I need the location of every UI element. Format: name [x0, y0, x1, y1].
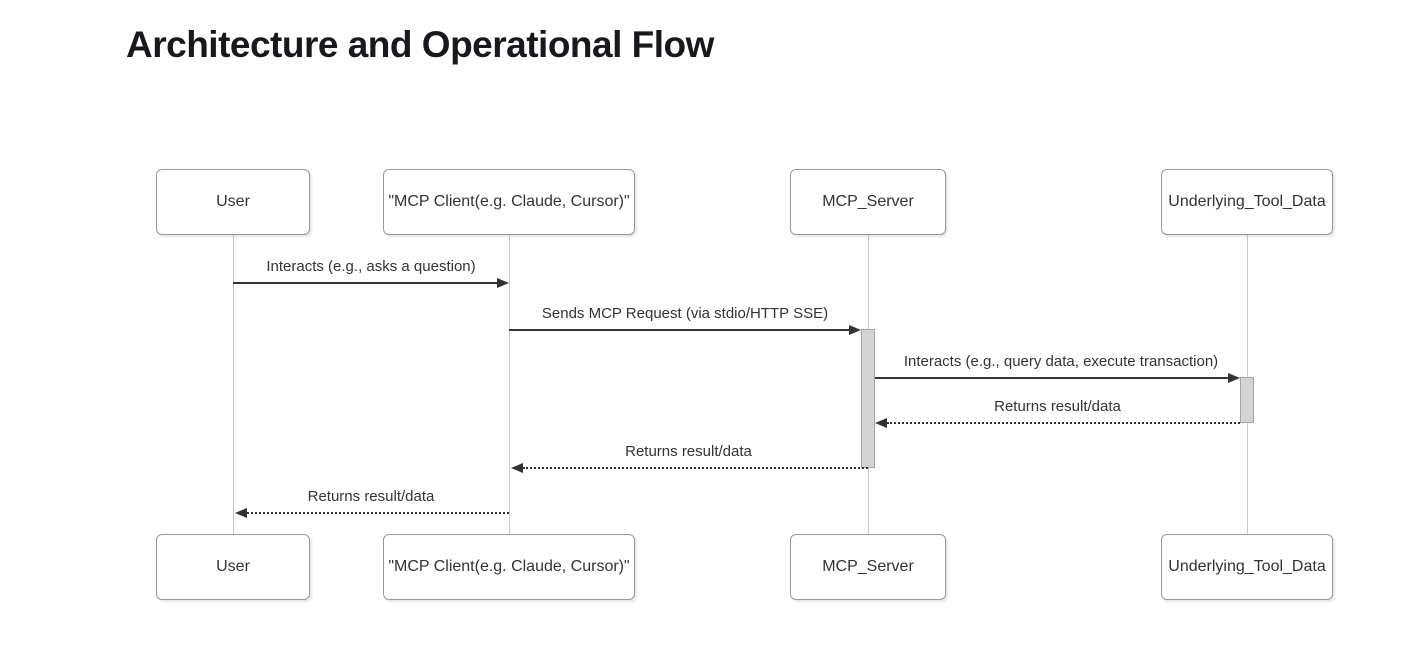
arrowhead-left-icon	[235, 508, 247, 518]
actor-label-underlying-tool-data: Underlying_Tool_Data	[1168, 558, 1326, 575]
actor-box-user-bottom: User	[156, 534, 310, 600]
message-line-returns-result-1	[887, 422, 1240, 424]
message-label-sends-mcp-request: Sends MCP Request (via stdio/HTTP SSE)	[541, 305, 829, 322]
message-label-returns-result-2: Returns result/data	[625, 443, 752, 460]
message-line-interacts-query	[875, 377, 1228, 379]
actor-label-mcp-server: MCP_Server	[822, 193, 914, 210]
message-line-returns-result-2	[523, 467, 868, 469]
diagram-title: Architecture and Operational Flow	[126, 24, 714, 65]
message-line-sends-mcp-request	[509, 329, 849, 331]
message-line-interacts-question	[233, 282, 499, 284]
arrowhead-left-icon	[511, 463, 523, 473]
message-label-interacts-query: Interacts (e.g., query data, execute tra…	[903, 353, 1219, 370]
actor-box-mcp-server-bottom: MCP_Server	[790, 534, 946, 600]
message-label-interacts-question: Interacts (e.g., asks a question)	[266, 258, 476, 275]
activation-bar-mcp-server	[861, 329, 875, 468]
arrowhead-right-icon	[849, 325, 861, 335]
message-label-returns-result-3: Returns result/data	[307, 488, 435, 505]
actor-label-underlying-tool-data: Underlying_Tool_Data	[1168, 193, 1326, 210]
actor-box-mcp-client-top: "MCP Client(e.g. Claude, Cursor)"	[383, 169, 635, 235]
lifeline-mcp-client	[509, 235, 510, 534]
actor-label-user: User	[216, 193, 250, 210]
arrowhead-right-icon	[497, 278, 509, 288]
actor-box-user-top: User	[156, 169, 310, 235]
arrowhead-right-icon	[1228, 373, 1240, 383]
actor-label-mcp-client: "MCP Client(e.g. Claude, Cursor)"	[388, 558, 630, 575]
arrowhead-left-icon	[875, 418, 887, 428]
message-label-returns-result-1: Returns result/data	[994, 398, 1121, 415]
message-line-returns-result-3	[247, 512, 509, 514]
actor-label-mcp-server: MCP_Server	[822, 558, 914, 575]
actor-box-mcp-client-bottom: "MCP Client(e.g. Claude, Cursor)"	[383, 534, 635, 600]
actor-box-underlying-tool-data-top: Underlying_Tool_Data	[1161, 169, 1333, 235]
actor-label-mcp-client: "MCP Client(e.g. Claude, Cursor)"	[388, 193, 630, 210]
lifeline-user	[233, 235, 234, 534]
actor-label-user: User	[216, 558, 250, 575]
actor-box-underlying-tool-data-bottom: Underlying_Tool_Data	[1161, 534, 1333, 600]
activation-bar-underlying-tool-data	[1240, 377, 1254, 423]
actor-box-mcp-server-top: MCP_Server	[790, 169, 946, 235]
